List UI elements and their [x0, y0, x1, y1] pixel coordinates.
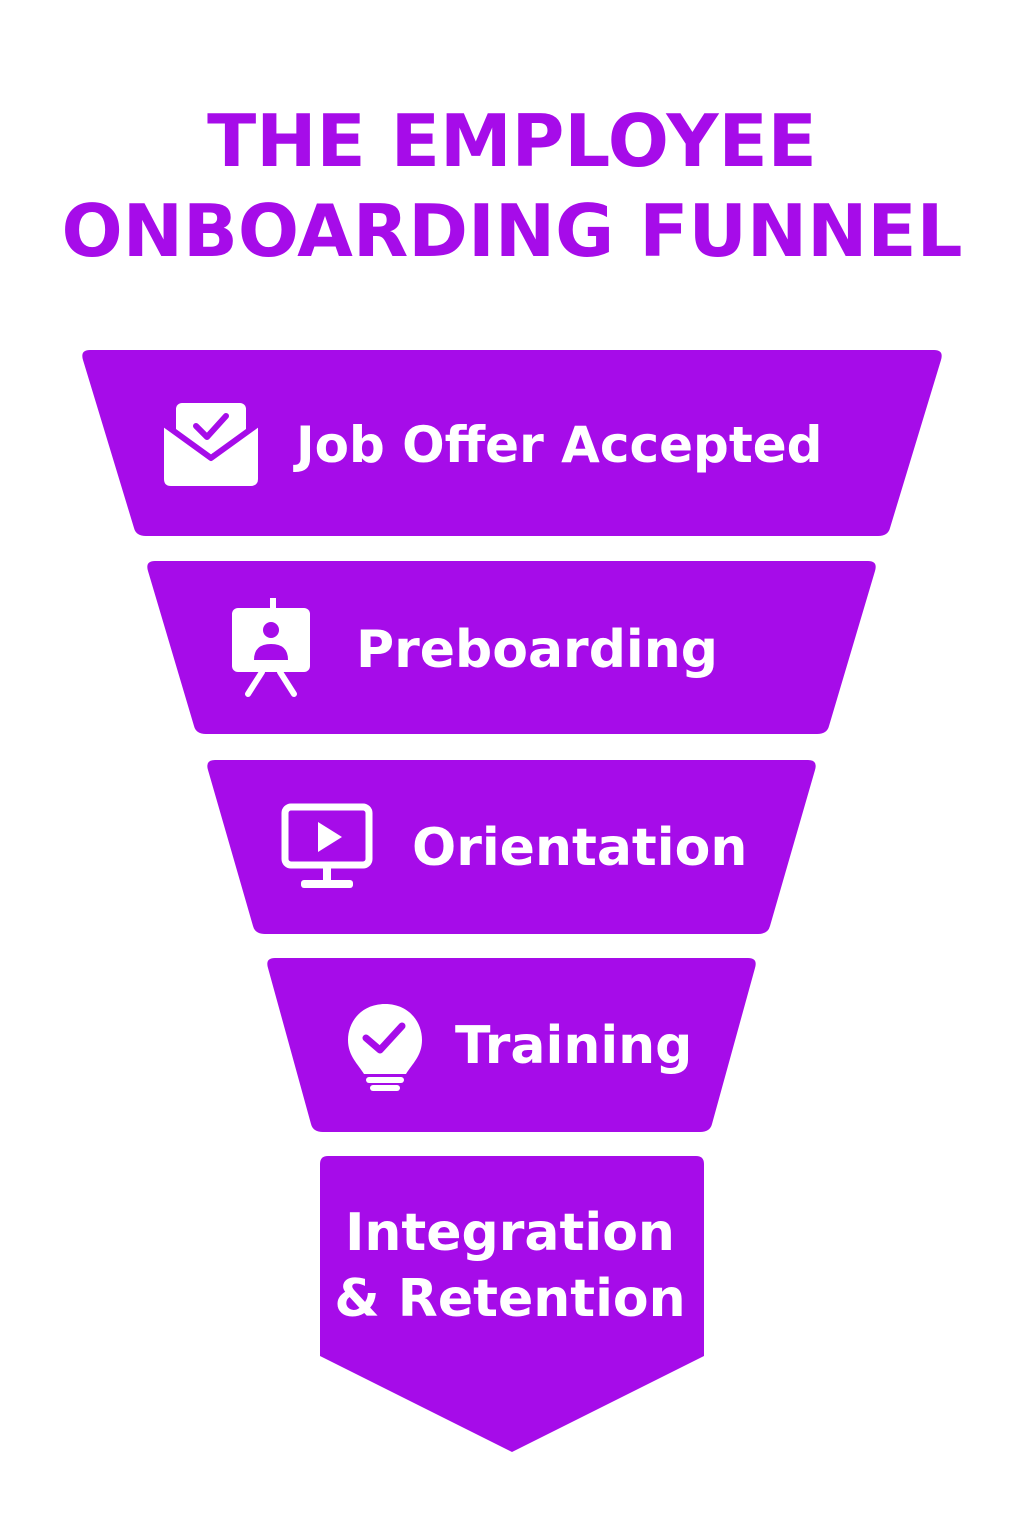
stage-label-preboarding: Preboarding	[356, 620, 718, 680]
funnel-stage-5-shape	[320, 1156, 704, 1452]
funnel-stage-1-shape	[82, 350, 942, 536]
presentation-board-icon	[232, 598, 310, 697]
stage-label-job-offer-accepted: Job Offer Accepted	[296, 416, 823, 474]
page-title-line2: ONBOARDING FUNNEL	[61, 189, 963, 273]
envelope-check-icon	[162, 403, 260, 486]
stage-label-retention: & Retention	[334, 1269, 686, 1329]
lightbulb-check-icon	[348, 1004, 422, 1091]
stage-label-integration-retention: Integration & Retention	[320, 1200, 700, 1332]
stage-label-training: Training	[455, 1016, 693, 1076]
funnel-stage-2-shape	[147, 561, 876, 734]
page-title-line1: THE EMPLOYEE	[207, 99, 817, 183]
stage-label-integration: Integration	[345, 1203, 675, 1263]
stage-label-orientation: Orientation	[412, 818, 748, 878]
monitor-play-icon	[281, 803, 373, 888]
